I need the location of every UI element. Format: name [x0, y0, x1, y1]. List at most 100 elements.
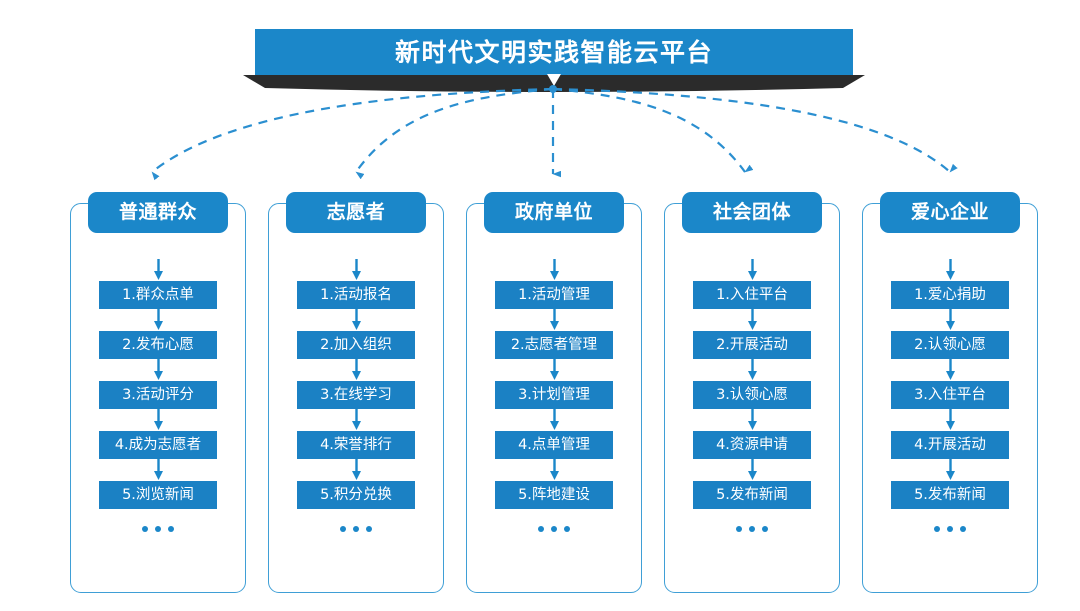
step-box[interactable]: 3.计划管理 [495, 381, 613, 409]
step-box[interactable]: 3.在线学习 [297, 381, 415, 409]
step-label: 5.发布新闻 [914, 486, 986, 503]
page-title: 新时代文明实践智能云平台 [394, 37, 713, 67]
more-ellipsis-icon [538, 526, 570, 532]
ellipsis-dot [353, 526, 359, 532]
arrow-down-icon [351, 409, 362, 431]
step-label: 3.在线学习 [320, 386, 392, 403]
step-label: 5.浏览新闻 [122, 486, 194, 503]
arrow-down-icon [945, 309, 956, 331]
step-box[interactable]: 1.活动报名 [297, 281, 415, 309]
arrow-down-icon [747, 409, 758, 431]
step-box[interactable]: 2.志愿者管理 [495, 331, 613, 359]
step-label: 4.点单管理 [518, 436, 590, 453]
arrow-down-icon [351, 259, 362, 281]
role-title-chip-4[interactable]: 爱心企业 [880, 192, 1020, 233]
more-ellipsis-icon [142, 526, 174, 532]
step-label: 5.阵地建设 [518, 486, 590, 503]
ellipsis-dot [960, 526, 966, 532]
step-label: 1.活动报名 [320, 286, 392, 303]
step-box[interactable]: 5.浏览新闻 [99, 481, 217, 509]
role-title-chip-2[interactable]: 政府单位 [484, 192, 624, 233]
step-box[interactable]: 4.点单管理 [495, 431, 613, 459]
step-list-0: 1.群众点单 2.发布心愿 3.活动评分 4.成为志愿者 5.浏览新闻 [71, 259, 245, 532]
step-box[interactable]: 5.发布新闻 [693, 481, 811, 509]
arrow-down-icon [153, 459, 164, 481]
ellipsis-dot [564, 526, 570, 532]
ellipsis-dot [749, 526, 755, 532]
step-box[interactable]: 5.积分兑换 [297, 481, 415, 509]
step-label: 2.开展活动 [716, 336, 788, 353]
step-label: 3.入住平台 [914, 386, 986, 403]
ellipsis-dot [736, 526, 742, 532]
step-label: 4.成为志愿者 [114, 436, 202, 453]
arrow-down-icon [153, 259, 164, 281]
platform-title-banner: 新时代文明实践智能云平台 [255, 29, 853, 75]
arrow-down-icon [549, 309, 560, 331]
role-title-label: 政府单位 [514, 201, 593, 223]
step-box[interactable]: 4.资源申请 [693, 431, 811, 459]
step-box[interactable]: 3.认领心愿 [693, 381, 811, 409]
step-list-1: 1.活动报名 2.加入组织 3.在线学习 4.荣誉排行 5.积分兑换 [269, 259, 443, 532]
arrow-down-icon [945, 409, 956, 431]
step-label: 1.群众点单 [122, 286, 194, 303]
step-list-2: 1.活动管理 2.志愿者管理 3.计划管理 4.点单管理 5.阵地建设 [467, 259, 641, 532]
arrow-down-icon [549, 409, 560, 431]
step-box[interactable]: 2.加入组织 [297, 331, 415, 359]
step-box[interactable]: 3.活动评分 [99, 381, 217, 409]
arrow-down-icon [549, 359, 560, 381]
more-ellipsis-icon [934, 526, 966, 532]
step-label: 4.资源申请 [716, 436, 788, 453]
role-column-2[interactable]: 政府单位 1.活动管理 2.志愿者管理 3.计划管理 4.点单管理 5.阵地建设 [466, 192, 642, 593]
step-box[interactable]: 2.开展活动 [693, 331, 811, 359]
ellipsis-dot [551, 526, 557, 532]
step-list-3: 1.入住平台 2.开展活动 3.认领心愿 4.资源申请 5.发布新闻 [665, 259, 839, 532]
step-label: 4.开展活动 [914, 436, 986, 453]
role-title-label: 社会团体 [712, 201, 791, 223]
step-label: 2.志愿者管理 [510, 336, 598, 353]
step-box[interactable]: 2.认领心愿 [891, 331, 1009, 359]
step-label: 2.加入组织 [320, 336, 392, 353]
step-box[interactable]: 5.阵地建设 [495, 481, 613, 509]
step-box[interactable]: 5.发布新闻 [891, 481, 1009, 509]
role-title-chip-3[interactable]: 社会团体 [682, 192, 822, 233]
ellipsis-dot [947, 526, 953, 532]
arrow-down-icon [153, 409, 164, 431]
ellipsis-dot [168, 526, 174, 532]
ellipsis-dot [934, 526, 940, 532]
step-label: 2.认领心愿 [914, 336, 986, 353]
more-ellipsis-icon [736, 526, 768, 532]
role-title-chip-0[interactable]: 普通群众 [88, 192, 228, 233]
step-box[interactable]: 4.开展活动 [891, 431, 1009, 459]
arrow-down-icon [153, 309, 164, 331]
role-column-1[interactable]: 志愿者 1.活动报名 2.加入组织 3.在线学习 4.荣誉排行 5.积分兑换 [268, 192, 444, 593]
role-title-label: 普通群众 [118, 201, 197, 223]
more-ellipsis-icon [340, 526, 372, 532]
arrow-down-icon [747, 359, 758, 381]
arrow-down-icon [945, 459, 956, 481]
ellipsis-dot [762, 526, 768, 532]
arrow-down-icon [945, 359, 956, 381]
step-list-4: 1.爱心捐助 2.认领心愿 3.入住平台 4.开展活动 5.发布新闻 [863, 259, 1037, 532]
step-box[interactable]: 4.荣誉排行 [297, 431, 415, 459]
ellipsis-dot [366, 526, 372, 532]
step-label: 2.发布心愿 [122, 336, 194, 353]
role-column-4[interactable]: 爱心企业 1.爱心捐助 2.认领心愿 3.入住平台 4.开展活动 5.发布新闻 [862, 192, 1038, 593]
step-label: 5.发布新闻 [716, 486, 788, 503]
step-label: 3.认领心愿 [716, 386, 788, 403]
arrow-down-icon [747, 459, 758, 481]
step-box[interactable]: 1.群众点单 [99, 281, 217, 309]
step-box[interactable]: 4.成为志愿者 [99, 431, 217, 459]
step-box[interactable]: 2.发布心愿 [99, 331, 217, 359]
role-title-chip-1[interactable]: 志愿者 [286, 192, 426, 233]
arrow-down-icon [351, 459, 362, 481]
step-label: 1.入住平台 [716, 286, 788, 303]
role-column-0[interactable]: 普通群众 1.群众点单 2.发布心愿 3.活动评分 4.成为志愿者 5.浏览新闻 [70, 192, 246, 593]
step-box[interactable]: 1.活动管理 [495, 281, 613, 309]
step-box[interactable]: 1.爱心捐助 [891, 281, 1009, 309]
step-box[interactable]: 1.入住平台 [693, 281, 811, 309]
step-label: 4.荣誉排行 [320, 436, 392, 453]
step-box[interactable]: 3.入住平台 [891, 381, 1009, 409]
role-column-3[interactable]: 社会团体 1.入住平台 2.开展活动 3.认领心愿 4.资源申请 5.发布新闻 [664, 192, 840, 593]
role-title-label: 志愿者 [326, 201, 386, 223]
